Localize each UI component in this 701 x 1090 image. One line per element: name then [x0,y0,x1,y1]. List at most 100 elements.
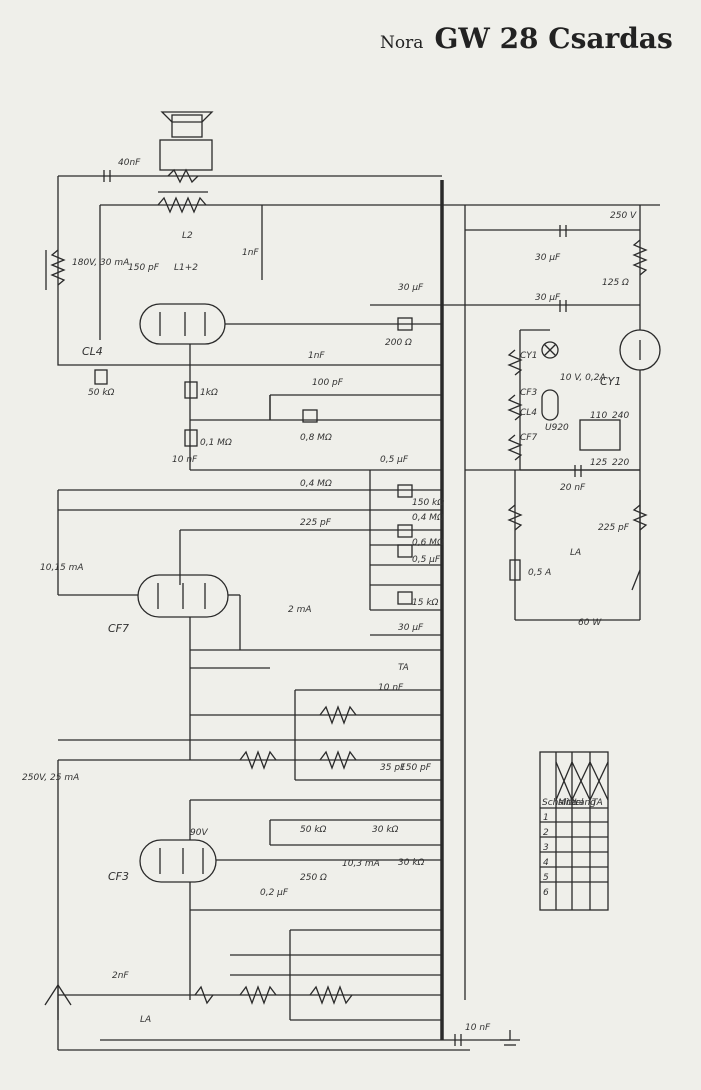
output-transformer-icon [157,196,207,214]
label: LA [570,548,581,558]
resistor-icon [302,409,318,423]
feedback-wire [57,176,100,366]
label: 200 Ω [385,338,412,348]
label: 1nF [242,248,259,258]
label: CY1 [600,375,621,388]
lamp-cross [543,343,557,357]
label: 225 pF [300,518,332,528]
label: 2nF [112,971,129,981]
heater-coil-icon [507,349,523,376]
table-col: 1 [543,813,549,823]
label: 35 pF [380,763,406,773]
choke-icon [50,249,66,286]
label: 0,4 MΩ [300,479,332,489]
label: 125 [590,458,607,468]
resistor-125-icon [632,239,648,276]
label: 250 V [610,211,637,221]
label: L2 [182,231,193,241]
label: 125 Ω [602,278,629,288]
label: 225 pF [598,523,630,533]
resistor-icon [397,544,413,558]
mains-filter-coil-icon [632,504,648,531]
coil-icon [194,985,214,1005]
label: 180V, 30 mA [72,258,129,268]
label: 30 μF [398,283,424,293]
label: 0,5 μF [380,455,409,465]
label: 250 Ω [300,873,327,883]
label: 1kΩ [200,388,218,398]
resistor-icon [397,524,413,538]
label: 20 nF [560,483,586,493]
label: 2 mA [288,605,312,615]
model-name: GW 28 Csardas [434,22,673,55]
table-row-label: TA [592,798,603,808]
resistor-icon [397,484,413,498]
resistor-icon [397,317,413,331]
table-col: 6 [543,888,549,898]
label: 0,2 μF [260,888,289,898]
label: 30 μF [398,623,424,633]
label: 60 W [578,618,602,628]
label: LA [140,1015,151,1025]
label: 50 kΩ [88,388,115,398]
label: 1nF [308,351,325,361]
tube-cf3-icon [139,839,217,883]
table-col: 2 [543,828,549,838]
label: 0,6 MΩ [412,538,444,548]
label: 10 nF [465,1023,491,1033]
voltage-selector-icon [579,419,621,451]
tube-cf7-icon [137,574,229,618]
label: 90V [190,828,208,838]
label: TA [398,663,409,673]
resistor-icon [184,381,198,399]
label: 30 kΩ [398,858,425,868]
mains-switch-icon [631,569,641,591]
tube-label: CL4 [82,345,103,358]
label: 150 kΩ [412,498,444,508]
label: 240 [612,411,629,421]
label: 110 [590,411,607,421]
schematic-title: Nora GW 28 Csardas [380,22,673,55]
label: 10 nF [378,683,404,693]
label: CL4 [520,408,537,418]
label: 0,1 MΩ [200,438,232,448]
label: 15 kΩ [412,598,439,608]
label: 0,5 A [528,568,551,578]
tube-label: CF3 [108,870,129,883]
label: 10 nF [172,455,198,465]
heater-coil-icon [507,394,523,421]
label: 30 μF [535,253,561,263]
label: 0,5 μF [412,555,441,565]
label: L1+2 [174,263,198,273]
table-col: 5 [543,873,549,883]
resistor-icon [184,429,198,447]
resistor-icon [397,591,413,605]
label: 150 pF [128,263,160,273]
table-col: 3 [543,843,549,853]
label: 220 [612,458,629,468]
coil-icon [239,750,277,770]
label: 10 V, 0,2A [560,373,606,383]
label: 0,4 MΩ [412,513,444,523]
coil-icon [239,985,277,1005]
label: 100 pF [312,378,344,388]
table-header: Schalter [542,798,580,808]
heater-coil-icon [507,434,523,461]
coil-icon [309,985,353,1005]
label: CF7 [520,433,537,443]
tube-label: CF7 [108,622,129,635]
label: CF3 [520,388,537,398]
label: 250V, 25 mA [22,773,79,783]
speaker-frame [159,139,213,171]
label: 150 pF [400,763,432,773]
label: 0,8 MΩ [300,433,332,443]
label: 30 kΩ [372,825,399,835]
speaker-icon [171,114,203,138]
table-col: 4 [543,858,549,868]
output-resistor-icon [167,168,199,184]
tube-cl4-icon [139,303,226,345]
table-row-label: Lang [574,798,596,808]
pilot-lamp-icon [541,341,559,359]
table-row-label: Mittel [558,798,584,808]
